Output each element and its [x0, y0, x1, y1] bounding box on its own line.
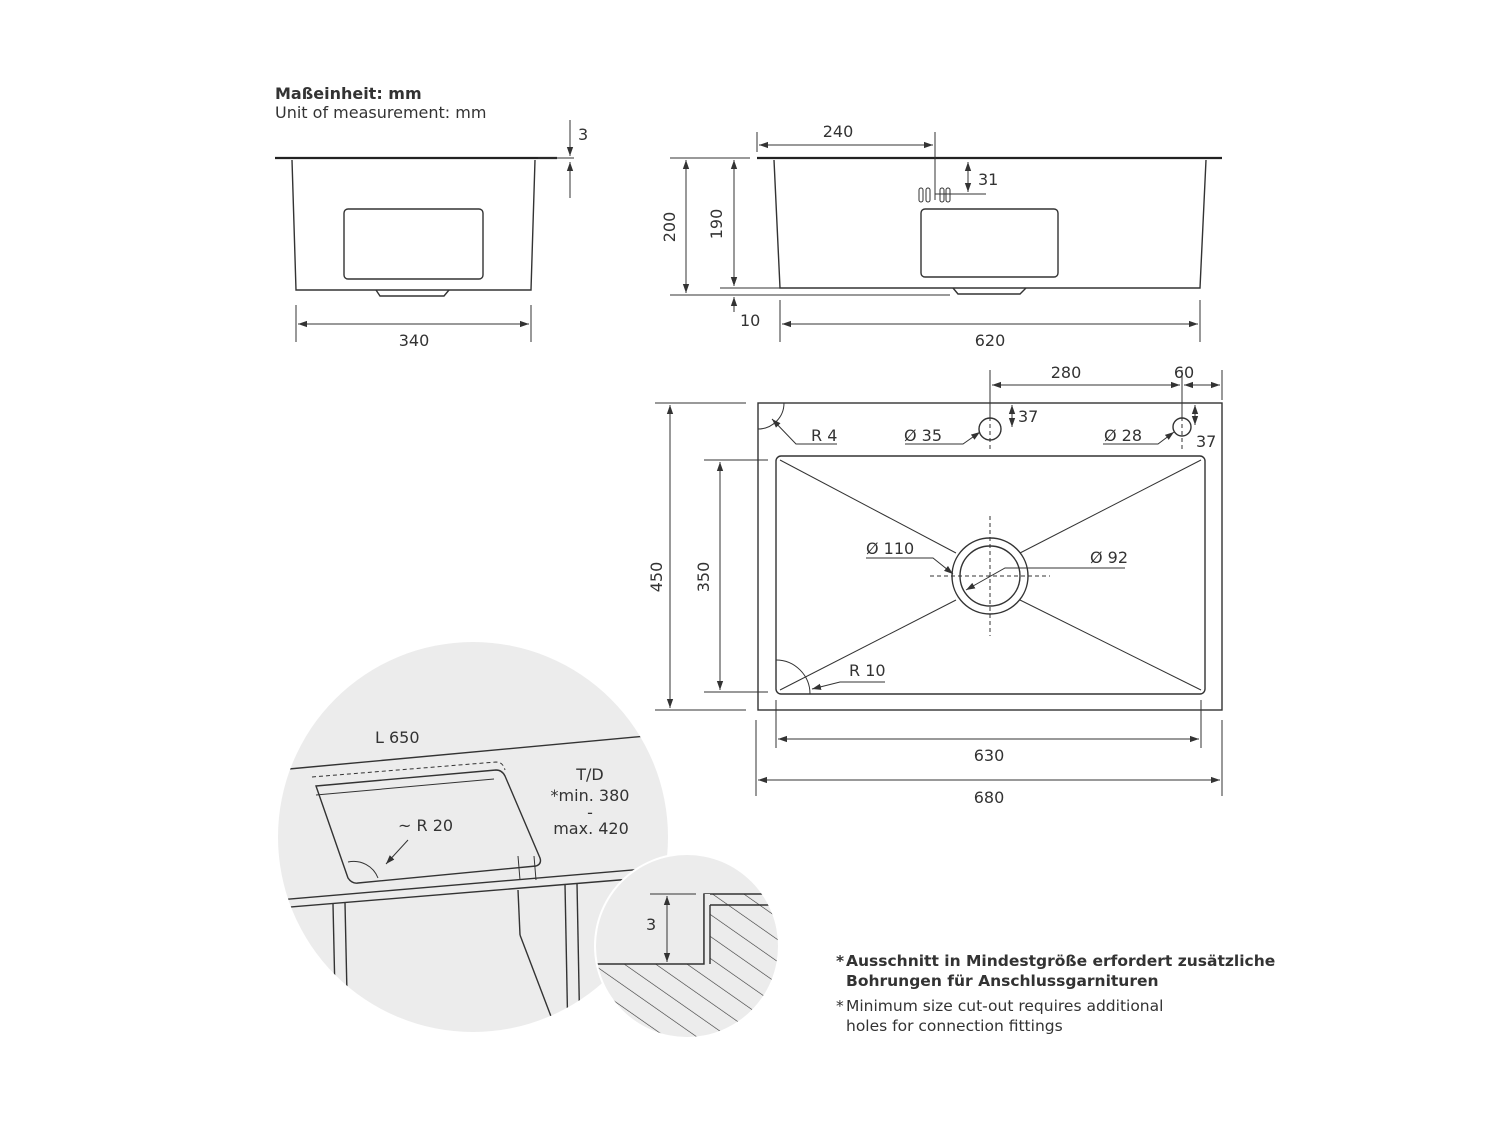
note-en-line2: holes for connection fittings: [846, 1017, 1063, 1035]
notes: * Ausschnitt in Mindestgröße erfordert z…: [836, 952, 1275, 1035]
side-view: 3 340: [275, 120, 588, 350]
front-total-height-dim: 200: [660, 212, 679, 243]
hole-edge-offset-dim: 60: [1174, 363, 1194, 382]
bowl-depth-dim: 350: [694, 562, 713, 593]
hole2-from-top-dim: 37: [1196, 432, 1216, 451]
note-en-line1: Minimum size cut-out requires additional: [846, 997, 1163, 1015]
flange-detail: 3: [594, 853, 780, 1039]
detail-radius-label: ~ R 20: [398, 816, 453, 835]
detail-separator: -: [587, 803, 593, 822]
outer-corner-radius-dim: R 4: [811, 426, 837, 445]
total-width-dim: 680: [974, 788, 1005, 807]
note-de-line2: Bohrungen für Anschlussgarnituren: [846, 972, 1159, 990]
accessory-hole-diameter-dim: Ø 28: [1104, 426, 1142, 445]
flange-thickness-label: 3: [646, 915, 656, 934]
tap-hole-offset-dim: 280: [1051, 363, 1082, 382]
side-width-dim: 340: [399, 331, 430, 350]
top-view: Ø 110 Ø 92 Ø 35 Ø 28 280 60 37 37 R 4 R …: [647, 363, 1223, 807]
front-overflow-depth-dim: 31: [978, 170, 998, 189]
unit-label-de: Maßeinheit: mm: [275, 84, 422, 103]
hole1-from-top-dim: 37: [1018, 407, 1038, 426]
front-overflow-offset-dim: 240: [823, 122, 854, 141]
drain-inner-dim: Ø 92: [1090, 548, 1128, 567]
detail-length-label: L 650: [375, 728, 420, 747]
detail-depth-label: T/D: [575, 765, 603, 784]
front-bowl-height-dim: 190: [707, 209, 726, 240]
bowl-width-dim: 630: [974, 746, 1005, 765]
drain-outer-dim: Ø 110: [866, 539, 914, 558]
total-depth-dim: 450: [647, 562, 666, 593]
tap-hole-diameter-dim: Ø 35: [904, 426, 942, 445]
detail-max-label: max. 420: [553, 819, 629, 838]
installation-detail: L 650 T/D *min. 380 - max. 420 ~ R 20: [278, 642, 668, 1032]
front-view: 240 31 200 190 10 620: [660, 122, 1222, 350]
note-asterisk-en: *: [836, 997, 844, 1015]
note-asterisk-de: *: [836, 952, 844, 970]
side-flange-dim: 3: [578, 125, 588, 144]
unit-label-en: Unit of measurement: mm: [275, 103, 486, 122]
inner-corner-radius-dim: R 10: [849, 661, 886, 680]
detail-min-label: *min. 380: [551, 786, 630, 805]
note-de-line1: Ausschnitt in Mindestgröße erfordert zus…: [846, 952, 1275, 970]
front-bottom-gap-dim: 10: [740, 311, 760, 330]
front-bottom-width-dim: 620: [975, 331, 1006, 350]
